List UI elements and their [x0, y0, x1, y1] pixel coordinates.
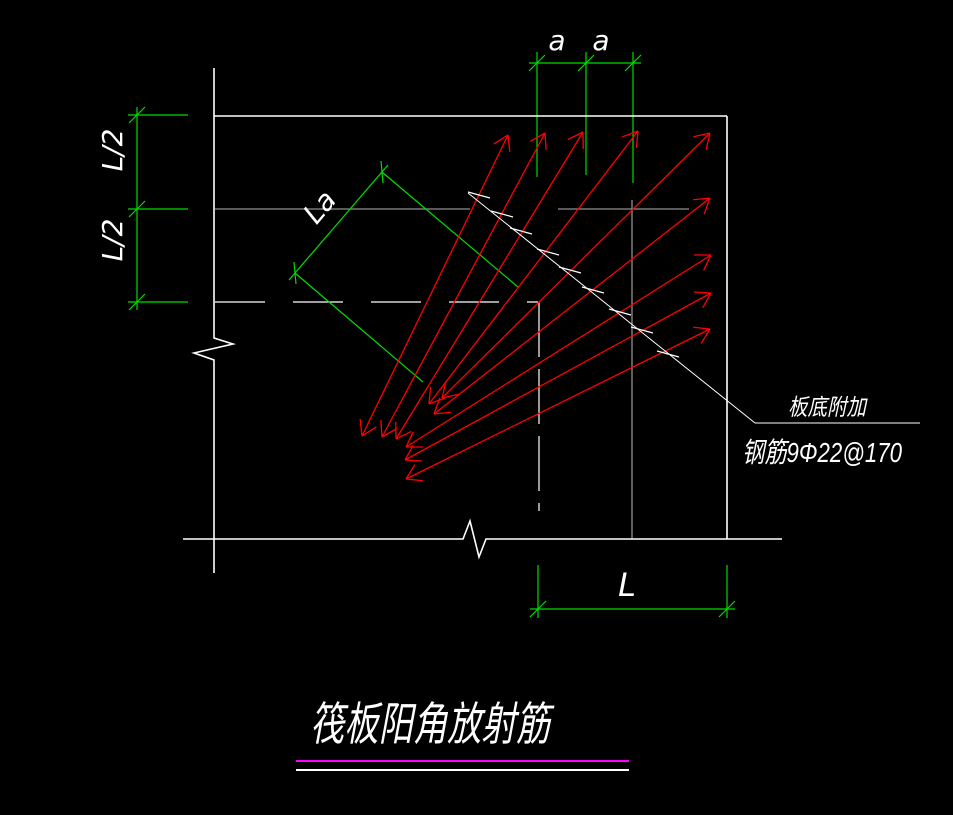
rebar-arrowhead [428, 397, 446, 405]
rebar-arrowhead [404, 459, 423, 462]
rebar-line [441, 132, 711, 399]
rebar-arrowhead [359, 419, 363, 437]
rebar-line [405, 254, 712, 448]
rebar-arrowhead [635, 130, 639, 148]
hidden-edge-layer [215, 301, 540, 511]
rebar-arrowhead [703, 254, 712, 271]
rebar-arrowhead [702, 292, 712, 309]
rebar-arrowhead [493, 134, 509, 145]
dim-l2-label-lower: L/2 [96, 219, 129, 262]
radial-rebar-layer [359, 130, 712, 482]
rebar-arrowhead [405, 478, 423, 482]
dim-a-label-1: a [548, 24, 565, 57]
leader-tick [509, 227, 533, 235]
title-underline-layer [296, 760, 629, 771]
dimension-line [288, 164, 389, 281]
rebar-arrowhead [395, 430, 412, 440]
rebar-arrowhead [567, 131, 584, 141]
rebar-arrowhead [703, 197, 711, 215]
rebar-arrowhead [433, 397, 441, 415]
rebar-arrowhead [705, 132, 711, 150]
leader-tick [490, 210, 514, 218]
dimension-line [381, 171, 519, 288]
rebar-line [405, 328, 711, 480]
rebar-line [433, 197, 711, 415]
leader-line [467, 192, 756, 424]
leader-tick [558, 266, 582, 274]
rebar-arrowhead [381, 428, 398, 438]
leader-line-layer [467, 191, 920, 424]
rebar-arrowhead [405, 431, 414, 448]
rebar-arrowhead [380, 419, 383, 438]
drawing-title: 筏板阳角放射筋 [310, 698, 554, 750]
rebar-arrowhead [544, 132, 547, 151]
rebar-arrowhead [693, 291, 712, 294]
leader-note-line2: 钢筋9Φ22@170 [742, 437, 902, 468]
rebar-arrowhead [507, 134, 511, 152]
leader-tick [467, 191, 491, 199]
slab-edge-with-break [191, 68, 237, 573]
rebar-arrowhead [404, 444, 414, 461]
rebar-line [361, 134, 509, 437]
rebar-line [404, 292, 712, 461]
leader-tick [630, 326, 654, 334]
leader-tick [581, 286, 605, 294]
rebar-arrowhead [428, 387, 432, 405]
leader-tick [608, 308, 632, 316]
dim-l-label: L [618, 566, 636, 604]
rebar-arrowhead [621, 130, 639, 138]
rebar-arrowhead [441, 381, 447, 399]
rebar-arrowhead [529, 132, 546, 142]
dimension-lines-layer [128, 52, 736, 618]
rebar-line [428, 130, 639, 405]
rebar-line [395, 131, 584, 440]
leader-note-line1: 板底附加 [788, 394, 869, 420]
rebar-arrowhead [441, 393, 459, 399]
rebar-arrowhead [700, 328, 711, 344]
rebar-arrowhead [433, 411, 451, 415]
rebar-line [381, 132, 546, 438]
dim-a-label-2: a [592, 24, 609, 57]
rebar-arrowhead [693, 326, 711, 330]
rebar-arrowhead [361, 426, 377, 437]
slab-outline-layer [183, 68, 782, 573]
leader-tick [656, 350, 680, 358]
rebar-arrowhead [405, 464, 416, 480]
construction-lines-layer [215, 200, 689, 539]
dimension-line [294, 272, 424, 383]
rebar-arrowhead [693, 197, 711, 201]
slab-edge-with-break [183, 518, 782, 560]
rebar-arrowhead [693, 132, 711, 138]
dim-l2-label-upper: L/2 [96, 129, 129, 172]
leader-tick [536, 248, 560, 256]
dim-la-label: La [297, 184, 343, 230]
